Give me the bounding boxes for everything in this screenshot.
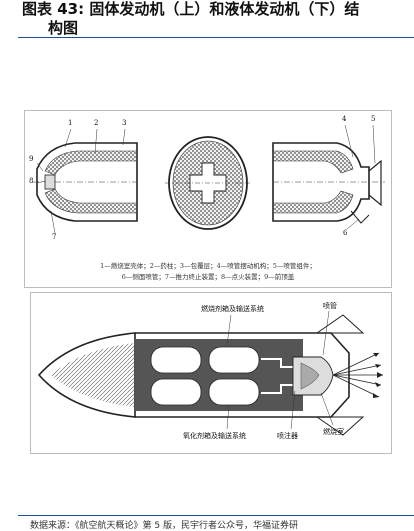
label-num-3: 3	[122, 119, 127, 127]
leader-lines	[36, 124, 376, 234]
legend-line-2: 6—侧面喷管；7—推力终止装置；8—点火装置；9—前顶盖	[121, 273, 295, 281]
liquid-engine-drawing	[37, 310, 383, 436]
liquid-engine-figure: 燃烧剂箱及输送系统 喷管 氧化剂箱及输送系统 喷注器 燃烧室	[30, 292, 392, 454]
legend-line-1: 1—燃烧室壳体；2—药柱；3—包覆层；4—喷管摆动机构；5—喷管组件；	[100, 262, 316, 270]
figure-title: 图表 43: 固体发动机（上）和液体发动机（下）结 构图	[22, 0, 414, 38]
leader-lines-2	[226, 310, 334, 430]
label-num-5: 5	[371, 115, 376, 123]
label-num-8: 8	[29, 177, 34, 185]
middle-cross-section	[165, 136, 251, 230]
solid-motor-drawing	[33, 124, 385, 234]
figure-title-line1: 图表 43: 固体发动机（上）和液体发动机（下）结	[22, 0, 360, 18]
label-oxidizer-tank: 氧化剂箱及输送系统	[183, 432, 246, 440]
figure-title-line2: 构图	[48, 19, 79, 37]
label-num-6: 6	[343, 229, 348, 237]
source-rule	[18, 515, 414, 516]
left-section	[33, 142, 138, 222]
solid-motor-figure: 1 2 3 4 5 9 8 7 6 1—燃烧室壳体；2—药柱；3—包覆层；4—喷…	[24, 110, 392, 288]
source-note: 数据来源：《航空航天概论》第 5 版，民宇行者公众号，华福证券研	[30, 521, 298, 531]
label-num-4: 4	[342, 115, 347, 123]
label-fuel-tank: 燃烧剂箱及输送系统	[201, 305, 264, 313]
label-num-9: 9	[29, 155, 34, 163]
exhaust-arrowheads	[373, 353, 383, 398]
label-num-1: 1	[68, 119, 73, 127]
label-combustion-chamber: 燃烧室	[323, 428, 344, 436]
label-nozzle: 喷管	[323, 302, 337, 310]
label-injector: 喷注器	[277, 432, 298, 440]
label-num-2: 2	[94, 119, 99, 127]
exhaust-arrows	[332, 352, 383, 398]
label-num-7: 7	[52, 233, 57, 241]
title-rule	[18, 37, 414, 38]
right-section	[272, 142, 385, 224]
